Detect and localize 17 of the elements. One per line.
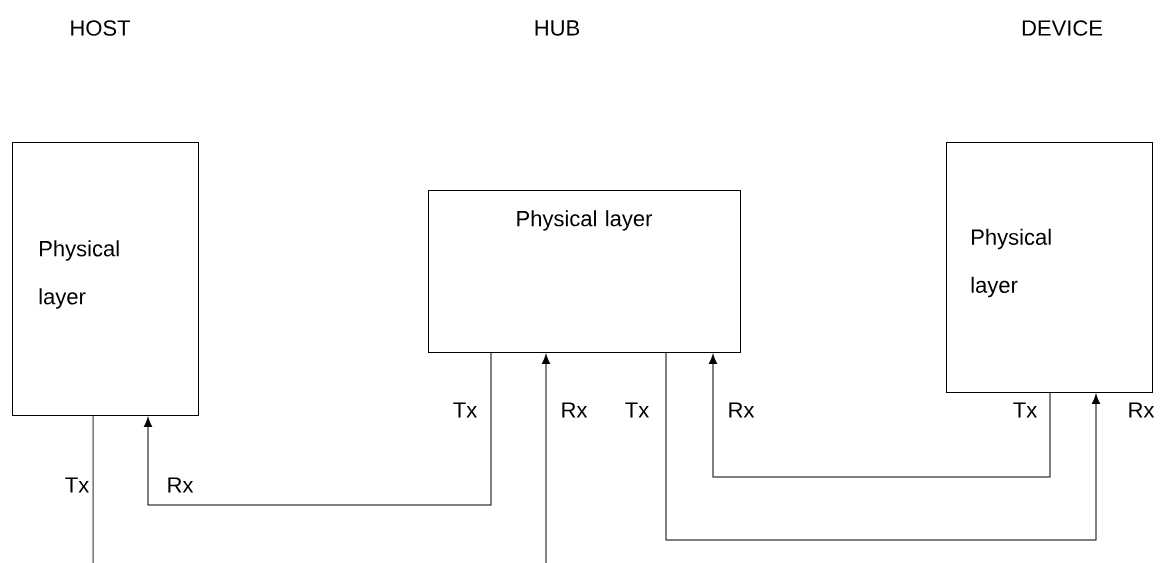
process-box: Physical layer — [946, 142, 1153, 393]
process-box: Physical layer — [12, 142, 199, 416]
signal-label: Tx — [65, 477, 89, 493]
signal-label: Rx — [729, 402, 755, 418]
heading-label: HUB — [535, 20, 580, 36]
arrow — [143, 352, 492, 506]
signal-label: Tx — [1013, 402, 1037, 418]
process-box: Physical layer — [428, 190, 741, 353]
arrow — [541, 354, 551, 563]
heading-label: HOST — [71, 20, 131, 36]
heading-label: DEVICE — [1022, 20, 1102, 36]
signal-label: Rx — [562, 402, 588, 418]
arrow — [665, 352, 1101, 541]
signal-label: Tx — [625, 402, 649, 418]
signal-label: Rx — [168, 477, 194, 493]
arrow — [708, 354, 1051, 478]
signal-label: Tx — [453, 402, 477, 418]
